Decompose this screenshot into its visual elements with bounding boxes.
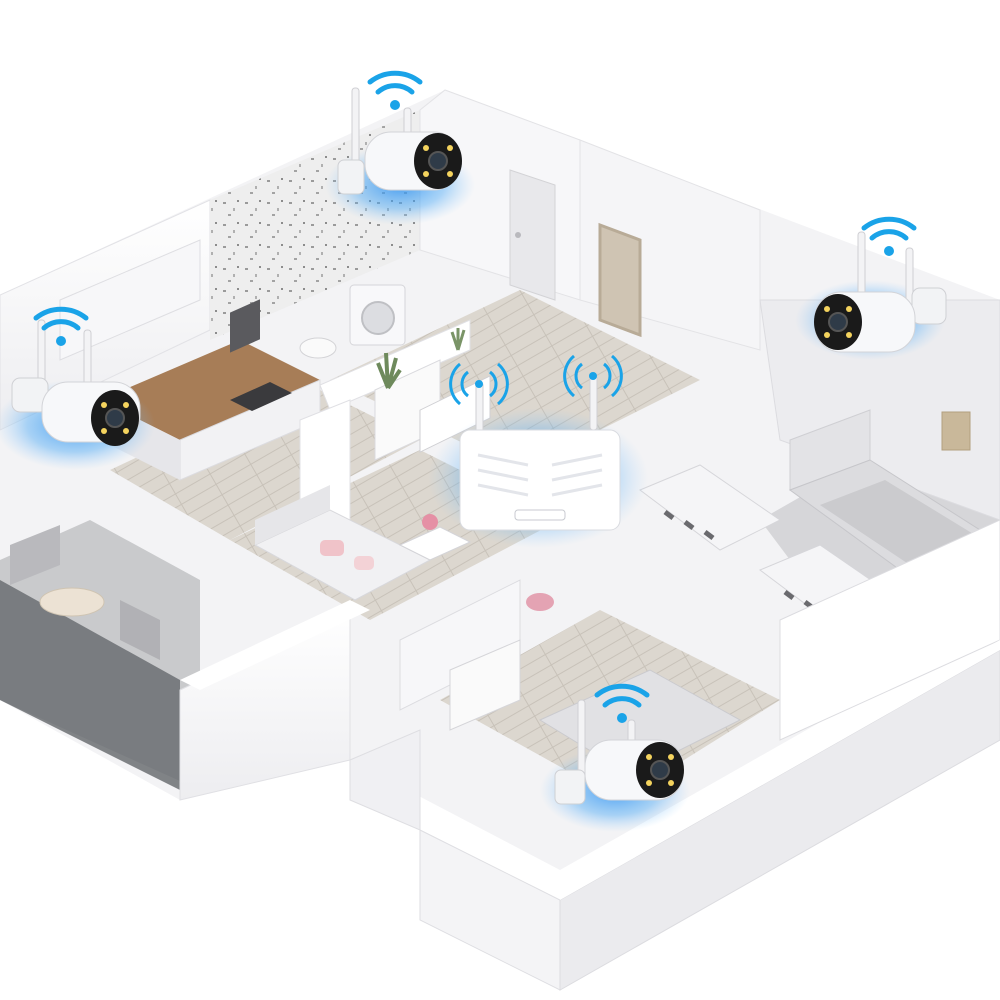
nvr-recorder xyxy=(449,354,623,531)
coffee-table xyxy=(398,526,472,561)
nvr-antenna-left xyxy=(475,381,484,438)
front-wall-left-top xyxy=(180,600,370,690)
cooktop xyxy=(230,382,292,411)
wardrobe-upper xyxy=(639,464,781,551)
nvr-antenna-right xyxy=(589,374,598,431)
nvr-display-slot xyxy=(514,509,566,521)
camera-mount xyxy=(554,769,586,805)
dining-table xyxy=(39,587,105,617)
camera-antenna-2 xyxy=(83,329,92,391)
camera-bottom xyxy=(554,683,684,805)
wifi-signal-icon xyxy=(367,70,423,110)
flower-vase xyxy=(422,514,438,530)
washing-machine-door xyxy=(361,301,395,335)
wall-shelf xyxy=(941,411,971,451)
flower-bouquet xyxy=(526,593,554,611)
camera-lens xyxy=(650,760,670,780)
front-wall-right-top xyxy=(560,640,1000,900)
camera-antenna xyxy=(577,699,586,776)
wifi-signal-icon xyxy=(594,683,650,723)
camera-lens xyxy=(428,151,448,171)
camera-lens xyxy=(105,408,125,428)
toilet xyxy=(299,337,337,359)
doors xyxy=(509,169,642,338)
living-room xyxy=(253,399,472,601)
plant-small xyxy=(450,328,466,351)
hallway-door xyxy=(509,169,556,301)
sofa-back xyxy=(255,485,330,545)
kitchen-counter-top xyxy=(100,340,320,440)
camera-left xyxy=(11,306,141,446)
plant xyxy=(376,352,402,390)
camera-lens xyxy=(828,312,848,332)
wardrobes xyxy=(639,464,1000,741)
hallway-mirror xyxy=(598,222,642,338)
wifi-signal-icon xyxy=(33,306,89,346)
balcony xyxy=(0,525,180,790)
wardrobe-front-wall xyxy=(779,519,1000,741)
oven xyxy=(230,299,260,353)
camera-antenna xyxy=(351,87,360,164)
nvr-vent-lines xyxy=(477,453,603,497)
dining-chair xyxy=(10,525,60,585)
sofa-pillow xyxy=(320,540,344,556)
nvr-body xyxy=(459,429,621,531)
bedroom-bottom xyxy=(399,375,742,776)
bed-blanket xyxy=(820,480,975,565)
dining-chair-2 xyxy=(120,600,160,660)
wifi-signal-icon xyxy=(861,216,917,256)
balcony-glass-railing xyxy=(0,580,180,790)
camera-mount xyxy=(911,287,947,325)
camera-right xyxy=(814,216,947,353)
dresser xyxy=(449,639,521,731)
radio-waves-icon xyxy=(449,354,623,406)
camera-top xyxy=(337,70,462,195)
door-handle xyxy=(515,232,521,238)
kitchen xyxy=(59,239,321,481)
sofa-pillow-2 xyxy=(354,556,374,570)
walls-front xyxy=(179,600,1000,991)
hanging-clothes xyxy=(663,510,835,620)
camera-mount xyxy=(337,159,365,195)
